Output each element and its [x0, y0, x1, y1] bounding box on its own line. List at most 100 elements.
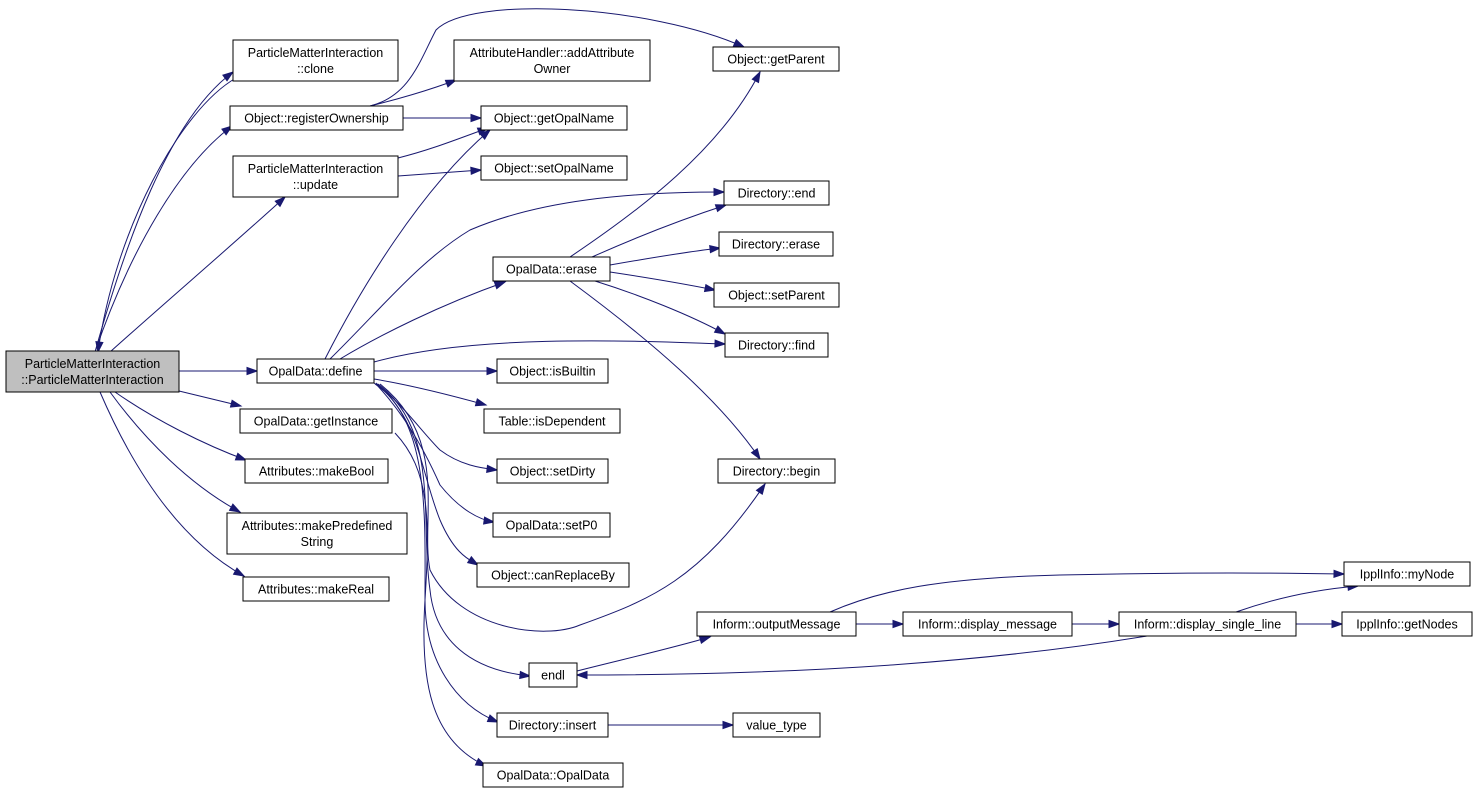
node-label: Owner [534, 62, 571, 76]
node-label: Object::canReplaceBy [491, 569, 615, 583]
edge-arrowhead [222, 71, 235, 82]
node-label: IpplInfo::getNodes [1356, 618, 1457, 632]
edge-line [375, 383, 495, 523]
node-obj_getopal[interactable]: Object::getOpalName [480, 105, 628, 131]
node-endl[interactable]: endl [528, 662, 578, 688]
edge-arrowhead [755, 482, 766, 496]
edge-arrowhead [714, 339, 727, 348]
edge-line [377, 383, 531, 677]
node-obj_setdirty[interactable]: Object::setDirty [496, 458, 609, 484]
node-attr_real[interactable]: Attributes::makeReal [242, 576, 390, 602]
node-ippl_getnodes[interactable]: IpplInfo::getNodes [1341, 611, 1473, 637]
node-dir_insert[interactable]: Directory::insert [496, 712, 609, 738]
edge-inf_outmsg-to-ippl_mynode [829, 569, 1346, 613]
node-root[interactable]: ParticleMatterInteraction::ParticleMatte… [5, 350, 180, 393]
node-label: Object::registerOwnership [244, 112, 389, 126]
node-od_getinst[interactable]: OpalData::getInstance [239, 408, 393, 434]
edge-arrowhead [709, 245, 722, 254]
edge-line [94, 71, 234, 353]
node-tbl_isdep[interactable]: Table::isDependent [483, 408, 621, 434]
node-box [482, 762, 624, 788]
node-box [453, 39, 651, 82]
node-label: Object::isBuiltin [509, 365, 595, 379]
node-od_setp0[interactable]: OpalData::setP0 [492, 512, 611, 538]
edge-line [109, 196, 286, 353]
edge-root-to-od_getinst [178, 390, 243, 408]
node-obj_isbuiltin[interactable]: Object::isBuiltin [496, 358, 609, 384]
edge-line [594, 280, 726, 335]
node-dir_erase[interactable]: Directory::erase [718, 231, 834, 257]
node-obj_setopal[interactable]: Object::setOpalName [480, 155, 628, 181]
edge-pmi_update-to-obj_setopal [397, 166, 483, 177]
edge-od_erase-to-dir_begin [569, 280, 761, 461]
edge-od_define-to-od_setp0 [375, 383, 496, 525]
edge-obj_regown-to-ah_addowner [369, 79, 458, 107]
node-pmi_clone[interactable]: ParticleMatterInteraction::clone [232, 39, 399, 82]
edge-od_erase-to-obj_getparent [569, 70, 761, 258]
node-box [713, 282, 840, 308]
node-box [496, 358, 609, 384]
node-pmi_update[interactable]: ParticleMatterInteraction::update [232, 155, 399, 198]
node-od_define[interactable]: OpalData::define [256, 358, 375, 384]
edge-od_define-to-dir_end [329, 187, 726, 360]
node-attr_bool[interactable]: Attributes::makeBool [244, 458, 389, 484]
node-label: Directory::insert [509, 719, 597, 733]
node-od_ctor[interactable]: OpalData::OpalData [482, 762, 624, 788]
edge-arrowhead [486, 366, 499, 376]
node-box [480, 105, 628, 131]
edge-arrowhead [470, 113, 483, 123]
edge-arrowhead [229, 399, 243, 408]
edge-endl-to-inf_outmsg [576, 635, 712, 672]
node-label: ParticleMatterInteraction [25, 357, 161, 371]
edge-arrowhead [246, 366, 259, 376]
node-box [5, 350, 180, 393]
node-box [242, 576, 390, 602]
edge-arrowhead [486, 464, 499, 473]
node-label: Inform::outputMessage [713, 618, 841, 632]
node-box [492, 256, 611, 282]
node-dir_end[interactable]: Directory::end [723, 180, 830, 206]
node-label: Directory::end [738, 187, 816, 201]
node-value_type[interactable]: value_type [732, 712, 821, 738]
edge-line [591, 204, 727, 258]
edge-line [373, 378, 487, 406]
node-inf_outmsg[interactable]: Inform::outputMessage [696, 611, 857, 637]
node-box [226, 512, 408, 555]
node-obj_regown[interactable]: Object::registerOwnership [229, 105, 404, 131]
node-ippl_mynode[interactable]: IpplInfo::myNode [1343, 561, 1471, 587]
node-box [1343, 561, 1471, 587]
node-dir_find[interactable]: Directory::find [724, 332, 829, 358]
edge-line [99, 391, 245, 577]
node-dir_begin[interactable]: Directory::begin [717, 458, 836, 484]
node-label: Attributes::makeReal [258, 583, 374, 597]
node-obj_setparent[interactable]: Object::setParent [713, 282, 840, 308]
edge-arrowhead [732, 38, 746, 48]
edge-inf_outmsg-to-inf_dispmsg [856, 619, 905, 629]
edge-arrowhead [713, 325, 727, 335]
node-label: OpalData::erase [506, 263, 597, 277]
node-label: IpplInfo::myNode [1360, 568, 1455, 582]
node-obj_getparent[interactable]: Object::getParent [712, 46, 840, 72]
edge-line [97, 77, 237, 353]
edge-line [829, 572, 1345, 613]
edge-root-to-attr_bool [114, 391, 248, 461]
node-box [528, 662, 578, 688]
node-obj_canrepl[interactable]: Object::canReplaceBy [476, 562, 630, 588]
edge-inf_dispmsg-to-inf_dispsingle [1072, 619, 1121, 629]
node-label: ::update [293, 178, 338, 192]
node-inf_dispmsg[interactable]: Inform::display_message [902, 611, 1073, 637]
edge-arrowhead [274, 195, 287, 208]
node-box [232, 155, 399, 198]
node-label: Object::getParent [727, 53, 825, 67]
node-inf_dispsingle[interactable]: Inform::display_single_line [1118, 611, 1297, 637]
node-label: ParticleMatterInteraction [248, 162, 384, 176]
edge-root-to-attr_predef [109, 391, 242, 513]
node-box [1118, 611, 1297, 637]
node-od_erase[interactable]: OpalData::erase [492, 256, 611, 282]
node-label: Attributes::makePredefined [242, 519, 393, 533]
edge-arrowhead [470, 166, 483, 175]
edge-od_erase-to-obj_setparent [609, 271, 717, 293]
